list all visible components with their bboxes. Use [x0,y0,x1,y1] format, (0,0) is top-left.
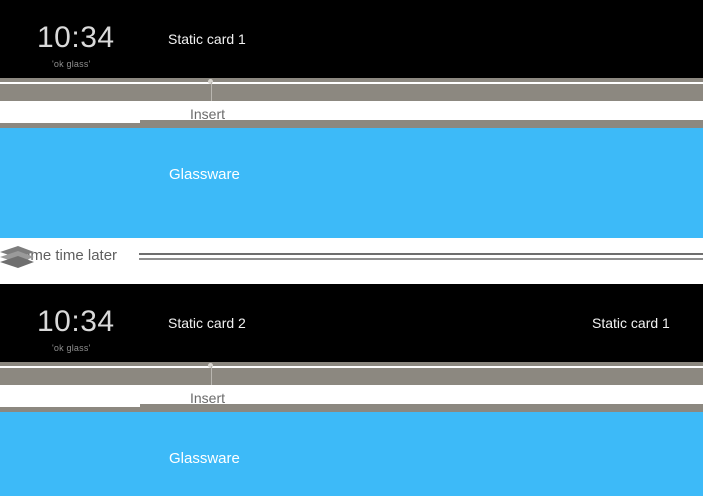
glassware-step-bar-right-2 [140,404,703,412]
insert-label-2: Insert [190,390,226,406]
glass-voice-prompt-2: 'ok glass' [52,343,91,353]
glass-clock-2: 10:34 [37,305,115,338]
stack-layers-icon [0,246,34,268]
connector-node-2 [208,363,213,368]
connector-node-1 [208,79,213,84]
connector-bar-top-2 [0,362,703,366]
static-card-2-label-block2: Static card 2 [168,315,246,331]
connector-bar-top-1 [0,78,703,82]
divider-rule-mid [139,255,703,258]
glassware-label-2: Glassware [169,450,240,467]
glassware-band-1: Glassware [0,128,703,238]
connector-bar-body-1 [0,84,703,101]
connector-white-rule-left-2 [0,366,211,368]
glassware-label-1: Glassware [169,166,240,183]
some-time-later-label: Some time later [12,247,118,264]
static-card-1-label-block2: Static card 1 [592,315,670,331]
glass-clock-1: 10:34 [37,21,115,54]
divider-rule-bottom [139,258,703,260]
glass-voice-prompt-1: 'ok glass' [52,59,91,69]
connector-white-rule-left-1 [0,82,211,84]
glassware-band-2: Glassware [0,412,703,496]
connector-bar-body-2 [0,368,703,385]
insert-label-1: Insert [190,106,226,122]
glass-home-strip-1: 10:34 'ok glass' Static card 1 [0,0,703,78]
glassware-step-bar-left-2 [0,407,140,412]
glassware-step-bar-right-1 [140,120,703,128]
some-time-later-divider: Some time later [0,238,703,280]
glassware-step-bar-left-1 [0,123,140,128]
glass-home-strip-2: 10:34 'ok glass' Static card 2 Static ca… [0,284,703,362]
divider-rule-top [139,253,703,255]
static-card-1-label-block1: Static card 1 [168,31,246,47]
